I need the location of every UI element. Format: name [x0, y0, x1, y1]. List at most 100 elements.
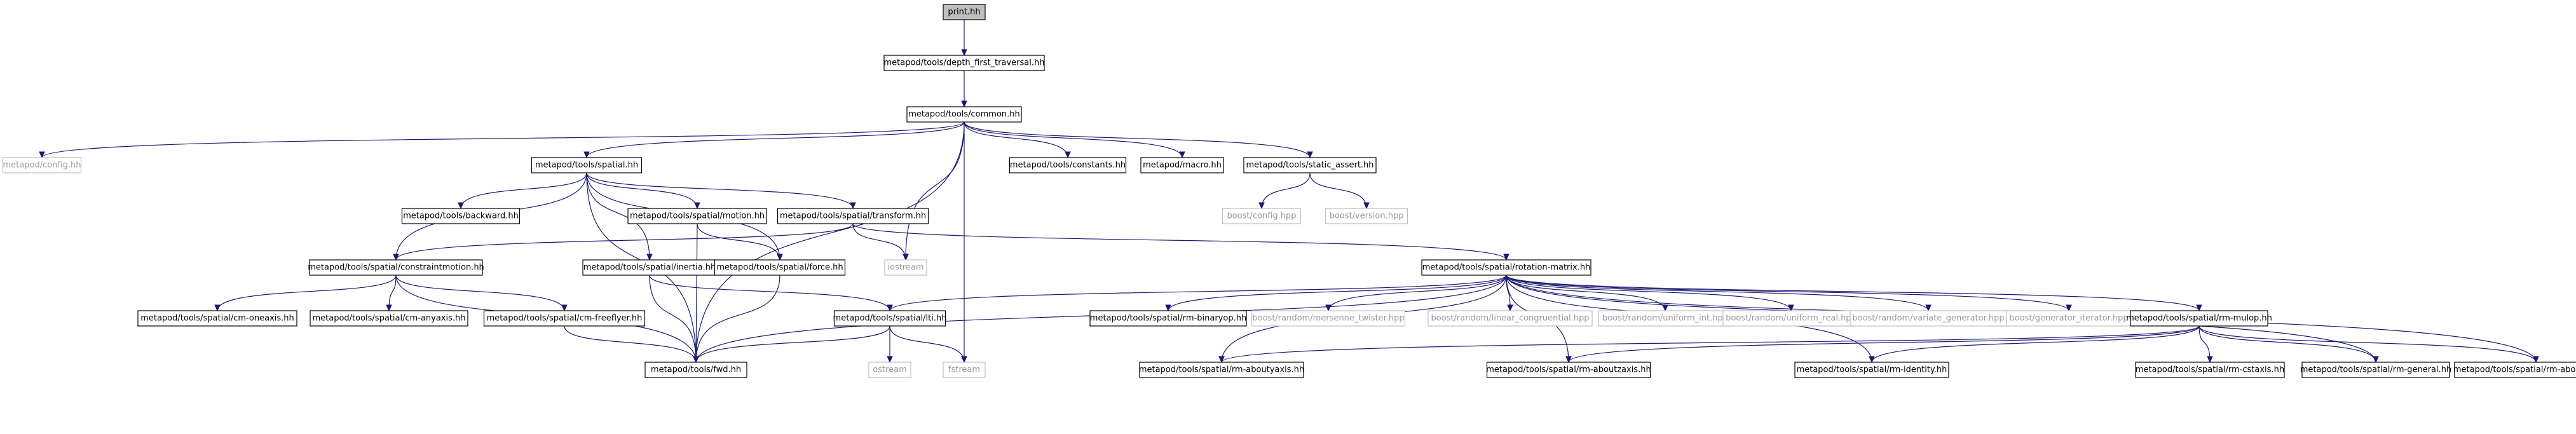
file-node-cm-oneaxis[interactable]: metapod/tools/spatial/cm-oneaxis.hh — [137, 310, 297, 327]
include-edge-common-to-config — [39, 121, 965, 159]
include-edge-spatial-to-transform — [586, 172, 856, 210]
file-node-cm-anyaxis[interactable]: metapod/tools/spatial/cm-anyaxis.hh — [310, 310, 468, 327]
file-node-cm-freeflyer[interactable]: metapod/tools/spatial/cm-freeflyer.hh — [483, 310, 646, 327]
node-label: metapod/tools/spatial/cm-anyaxis.hh — [312, 314, 465, 323]
edge-line — [2198, 325, 2376, 363]
node-label: boost/random/linear_congruential.hpp — [1431, 314, 1589, 323]
include-edge-common-to-macro — [964, 121, 1185, 159]
file-node-rm-mulop[interactable]: metapod/tools/spatial/rm-mulop.hh — [2126, 310, 2272, 327]
edge-line — [1309, 172, 1367, 209]
include-edge-rotmatrix-to-variate_gen — [1506, 275, 1932, 312]
node-label: metapod/tools/spatial/cm-freeflyer.hh — [487, 314, 643, 323]
include-edge-rotmatrix-to-uniform_int — [1506, 275, 1668, 312]
node-box — [1243, 157, 1377, 173]
arrowhead-icon — [2373, 356, 2379, 363]
file-node-constants[interactable]: metapod/tools/constants.hh — [1009, 157, 1127, 173]
file-node-inertia[interactable]: metapod/tools/spatial/inertia.hh — [582, 259, 717, 276]
arrowhead-icon — [1258, 202, 1265, 210]
node-label: boost/generator_iterator.hpp — [2009, 314, 2128, 323]
edges-layer — [39, 20, 2539, 363]
include-edge-cm_freeflyer-to-fwd — [564, 325, 699, 363]
node-label: metapod/tools/spatial.hh — [535, 161, 638, 170]
include-edge-rm_mulop-to-rm_general — [2198, 325, 2379, 363]
arrowhead-icon — [1925, 304, 1932, 312]
node-label: metapod/tools/spatial/transform.hh — [780, 212, 926, 221]
edge-line — [1506, 275, 1666, 311]
file-node-backward[interactable]: metapod/tools/backward.hh — [401, 208, 521, 224]
include-edge-common-to-static_assert — [964, 121, 1313, 159]
file-node-rotmatrix[interactable]: metapod/tools/spatial/rotation-matrix.hh — [1421, 259, 1591, 276]
edge-line — [649, 275, 697, 363]
arrowhead-icon — [2066, 304, 2072, 312]
node-box — [531, 157, 643, 173]
include-edge-common-to-constants — [964, 121, 1071, 159]
node-label: metapod/tools/constants.hh — [1010, 161, 1126, 170]
file-node-rm-general[interactable]: metapod/tools/spatial/rm-general.hh — [2300, 362, 2451, 378]
arrowhead-icon — [2207, 356, 2213, 363]
edge-line — [395, 223, 854, 261]
edge-line — [1871, 325, 2200, 363]
file-node-static-assert[interactable]: metapod/tools/static_assert.hh — [1243, 157, 1377, 173]
external-header-node-boost-version: boost/version.hpp — [1325, 208, 1408, 224]
node-label: metapod/macro.hh — [1143, 161, 1222, 170]
arrowhead-icon — [39, 151, 45, 159]
node-box — [906, 106, 1022, 123]
file-node-common[interactable]: metapod/tools/common.hh — [906, 106, 1022, 123]
node-label: metapod/config.hh — [3, 161, 81, 170]
edge-line — [1506, 275, 1792, 311]
external-header-node-uniform-int: boost/random/uniform_int.hpp — [1598, 310, 1733, 327]
include-edge-rotmatrix-to-gen_iter — [1506, 275, 2072, 312]
node-label: metapod/tools/common.hh — [908, 110, 1020, 119]
node-box — [833, 310, 946, 327]
edge-line — [1261, 172, 1311, 209]
include-edge-rm_mulop-to-rm_cstaxis — [2198, 325, 2213, 363]
arrowhead-icon — [1218, 356, 1225, 363]
arrowhead-icon — [561, 304, 568, 312]
file-node-rm-cstaxis[interactable]: metapod/tools/spatial/rm-cstaxis.hh — [2135, 362, 2285, 378]
include-edge-rm_mulop-to-rm_aboutyaxis — [1218, 325, 2200, 363]
edge-line — [388, 275, 397, 311]
node-label: metapod/tools/spatial/rm-general.hh — [2300, 365, 2451, 375]
file-node-constraintmotion[interactable]: metapod/tools/spatial/constraintmotion.h… — [308, 259, 484, 276]
include-edge-transform-to-rotmatrix — [852, 223, 1509, 261]
node-box — [1139, 362, 1304, 378]
include-edge-inertia-to-lti — [649, 275, 893, 312]
file-node-rm-aboutzaxis[interactable]: metapod/tools/spatial/rm-aboutzaxis.hh — [1486, 362, 1651, 378]
file-node-rm-identity[interactable]: metapod/tools/spatial/rm-identity.hh — [1794, 362, 1949, 378]
file-node-rm-binaryop[interactable]: metapod/tools/spatial/rm-binaryop.hh — [1089, 310, 1247, 327]
file-node-spatial[interactable]: metapod/tools/spatial.hh — [531, 157, 643, 173]
file-node-print[interactable]: print.hh — [943, 4, 986, 20]
arrowhead-icon — [887, 304, 893, 312]
file-node-transform[interactable]: metapod/tools/spatial/transform.hh — [777, 208, 929, 224]
edge-line — [889, 325, 965, 363]
arrowhead-icon — [1065, 151, 1071, 159]
file-node-rm-aboutxaxis[interactable]: metapod/tools/spatial/rm-aboutxaxis.hh — [2453, 362, 2576, 378]
external-header-node-variate-gen: boost/random/variate_generator.hpp — [1850, 310, 2007, 327]
node-box — [582, 259, 717, 276]
node-box — [868, 362, 911, 378]
edge-line — [852, 223, 1507, 261]
file-node-rm-aboutyaxis[interactable]: metapod/tools/spatial/rm-aboutyaxis.hh — [1139, 362, 1304, 378]
edge-line — [889, 275, 1507, 311]
edge-line — [586, 172, 650, 261]
external-header-node-gen-iter: boost/generator_iterator.hpp — [2006, 310, 2132, 327]
edge-line — [852, 223, 906, 261]
file-node-macro[interactable]: metapod/macro.hh — [1140, 157, 1224, 173]
node-label: metapod/tools/spatial/rotation-matrix.hh — [1422, 263, 1591, 273]
external-header-node-ostream: ostream — [868, 362, 911, 378]
file-node-force[interactable]: metapod/tools/spatial/force.hh — [714, 259, 846, 276]
edge-line — [649, 275, 890, 311]
include-edge-rotmatrix-to-lti — [887, 275, 1507, 312]
file-node-fwd[interactable]: metapod/tools/fwd.hh — [644, 362, 747, 378]
arrowhead-icon — [583, 151, 590, 159]
node-box — [2130, 310, 2268, 327]
file-node-motion[interactable]: metapod/tools/spatial/motion.hh — [627, 208, 767, 224]
file-node-dft[interactable]: metapod/tools/depth_first_traversal.hh — [883, 55, 1045, 71]
node-box — [627, 208, 767, 224]
node-box — [401, 208, 521, 224]
node-label: metapod/tools/depth_first_traversal.hh — [884, 58, 1045, 68]
file-node-lti[interactable]: metapod/tools/spatial/lti.hh — [833, 310, 947, 327]
arrowhead-icon — [887, 356, 893, 363]
edge-line — [964, 121, 1183, 158]
